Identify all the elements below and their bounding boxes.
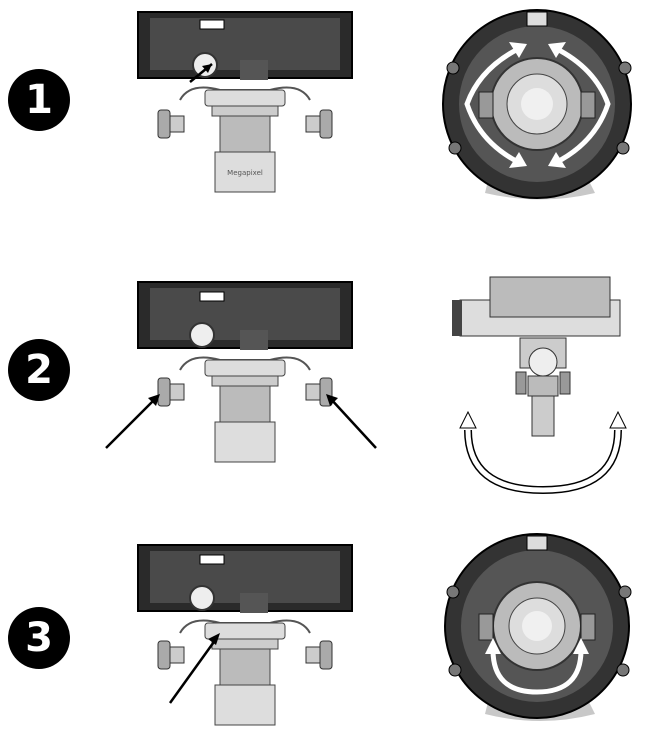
step-1-top-view	[435, 8, 640, 208]
step-3-top-view	[435, 532, 640, 730]
step-2-badge: 2	[8, 339, 70, 401]
step-1-badge: 1	[8, 69, 70, 131]
step-2-tilt-view	[450, 272, 635, 497]
step-3-number: 3	[25, 615, 53, 661]
step-3-badge: 3	[8, 607, 70, 669]
step-2-side-view	[100, 280, 390, 470]
step-2-number: 2	[25, 347, 53, 393]
lens-label: Megapixel	[227, 169, 263, 177]
step-1-number: 1	[25, 77, 53, 123]
step-1-side-view: Megapixel	[130, 10, 360, 200]
step-3-side-view	[130, 543, 360, 730]
